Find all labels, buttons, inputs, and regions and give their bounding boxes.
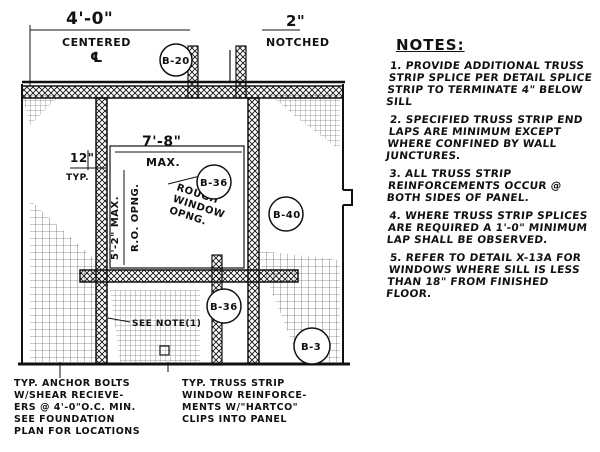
- svg-text:SEE FOUNDATION: SEE FOUNDATION: [14, 414, 115, 425]
- dim-centered-label: CENTERED: [62, 36, 131, 49]
- anchor-bolt-marker: [159, 345, 170, 356]
- dim-centered-width: 4'-0": [66, 9, 113, 29]
- center-splice-strip: [187, 45, 199, 99]
- top-truss-strip: [21, 85, 344, 99]
- dim-typ-spacing: 12": [70, 151, 94, 165]
- left-truss-strip: [95, 97, 108, 365]
- wall-panel-drawing: 4'-0" CENTERED ℄ 2" NOTCHED 7'-8" MAX. 1…: [14, 9, 353, 437]
- callout-b36-upper: B-36: [196, 164, 232, 200]
- rough-window-opening: [109, 145, 245, 269]
- svg-text:W/SHEAR RECIEVE-: W/SHEAR RECIEVE-: [14, 390, 124, 401]
- svg-text:WINDOW REINFORCE-: WINDOW REINFORCE-: [182, 390, 307, 401]
- dim-max-width: 7'-8": [142, 134, 181, 150]
- svg-text:B-40: B-40: [273, 210, 301, 221]
- svg-text:B-36: B-36: [200, 178, 228, 189]
- svg-text:TYP. ANCHOR BOLTS: TYP. ANCHOR BOLTS: [14, 378, 130, 389]
- note-item: 2. SPECIFIED TRUSS STRIP END LAPS ARE MI…: [385, 114, 584, 162]
- notes-title: NOTES:: [396, 36, 465, 54]
- callout-b40: B-40: [268, 196, 304, 232]
- note-item: 1. PROVIDE ADDITIONAL TRUSS STRIP SPLICE…: [385, 60, 593, 108]
- centerline-symbol: ℄: [90, 50, 103, 66]
- dim-typ-label: TYP.: [66, 173, 89, 183]
- dim-notched-width: 2": [286, 12, 305, 30]
- note-item: 3. ALL TRUSS STRIP REINFORCEMENTS OCCUR …: [386, 168, 563, 204]
- note-item: 5. REFER TO DETAIL X-13A FOR WINDOWS WHE…: [385, 252, 582, 300]
- svg-text:B-20: B-20: [162, 56, 190, 67]
- callout-b36-lower: B-36: [206, 288, 242, 324]
- dim-vertical-opening: R.O. OPNG.: [130, 184, 141, 252]
- callout-b3: B-3: [293, 327, 331, 365]
- dim-vertical-max: 5'-2" MAX.: [110, 196, 121, 260]
- svg-text:ERS @ 4'-0"O.C. MIN.: ERS @ 4'-0"O.C. MIN.: [14, 402, 136, 413]
- svg-text:MENTS W/"HARTCO": MENTS W/"HARTCO": [182, 402, 298, 413]
- see-note-label: SEE NOTE(1): [132, 319, 201, 329]
- sill-truss-strip: [79, 269, 299, 283]
- svg-text:B-3: B-3: [301, 342, 321, 353]
- svg-text:CLIPS INTO PANEL: CLIPS INTO PANEL: [182, 414, 287, 425]
- callout-b20: B-20: [159, 43, 193, 77]
- svg-text:PLAN FOR LOCATIONS: PLAN FOR LOCATIONS: [14, 426, 140, 437]
- svg-text:B-36: B-36: [210, 302, 238, 313]
- notched-splice-strip: [235, 45, 247, 99]
- panel-outline: [18, 50, 353, 366]
- dim-max-label: MAX.: [146, 156, 180, 169]
- dim-notched-label: NOTCHED: [266, 36, 329, 49]
- anchor-bolts-annotation: TYP. ANCHOR BOLTS W/SHEAR RECIEVE- ERS @…: [14, 378, 140, 437]
- svg-text:TYP. TRUSS STRIP: TYP. TRUSS STRIP: [182, 378, 285, 389]
- dimension-lines: [29, 25, 300, 378]
- truss-strip-annotation: TYP. TRUSS STRIP WINDOW REINFORCE- MENTS…: [182, 378, 307, 425]
- note-item: 4. WHERE TRUSS STRIP SPLICES ARE REQUIRE…: [386, 210, 589, 246]
- notes-panel: NOTES: 1. PROVIDE ADDITIONAL TRUSS STRIP…: [385, 36, 594, 306]
- right-truss-strip: [247, 97, 260, 365]
